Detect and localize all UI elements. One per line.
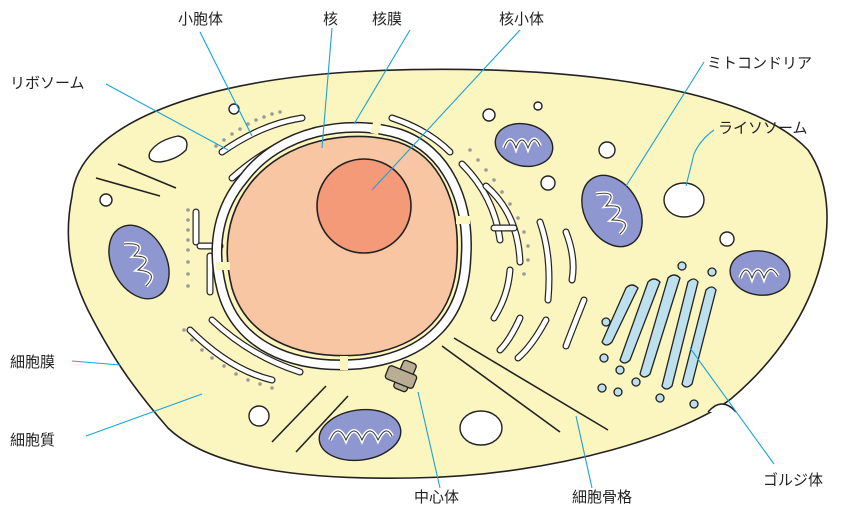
label-nucleus: 核 <box>323 10 338 28</box>
label-centriole: 中心体 <box>414 488 459 506</box>
label-cell-membrane: 細胞膜 <box>10 353 55 371</box>
label-ribosome: リボソーム <box>10 74 85 92</box>
label-mitochondria: ミトコンドリア <box>707 54 812 72</box>
label-lysosome: ライソソーム <box>718 119 808 137</box>
label-cytoplasm: 細胞質 <box>10 431 55 449</box>
label-nuclear-membrane: 核膜 <box>372 10 402 28</box>
label-small-vacuole: 小胞体 <box>178 10 223 28</box>
label-cytoskeleton: 細胞骨格 <box>572 488 632 506</box>
nucleolus <box>317 159 411 253</box>
label-nucleolus: 核小体 <box>499 10 544 28</box>
label-golgi: ゴルジ体 <box>763 471 823 489</box>
